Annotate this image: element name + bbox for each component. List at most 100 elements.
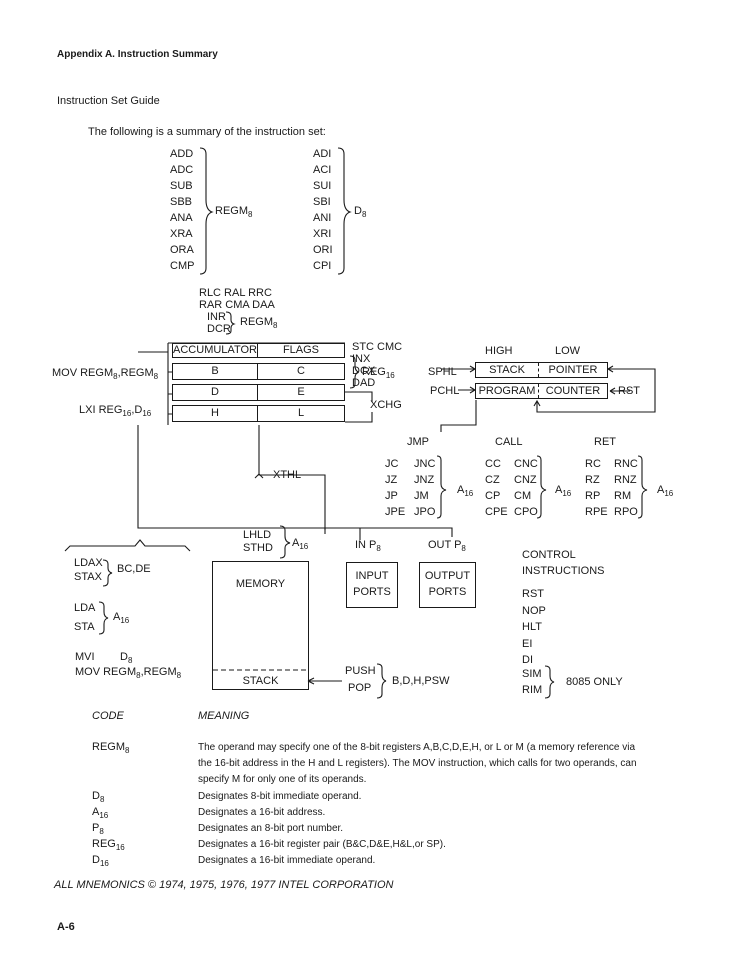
lhld-shld-operand: A16 [292, 537, 309, 551]
instruction-mnemonic: ANI [313, 212, 332, 224]
call-mnemonic: CNC [514, 458, 538, 470]
return-mnemonic: RPO [614, 506, 638, 518]
lxi-instruction: LXI REG16,D16 [79, 404, 152, 418]
instruction-mnemonic: ACI [313, 164, 332, 176]
intro-text: The following is a summary of the instru… [88, 126, 326, 138]
legend-code: P8 [92, 822, 104, 836]
instruction-mnemonic: SUI [313, 180, 332, 192]
register-b: B [172, 363, 258, 380]
call-a16-operand: A16 [555, 484, 572, 498]
register-h: H [172, 405, 258, 422]
mvi-label: MVI [75, 651, 95, 663]
legend-meaning: Designates a 16-bit immediate operand. [198, 855, 376, 866]
register-e: E [257, 384, 345, 401]
instruction-mnemonic: CMP [170, 260, 195, 272]
mov-register-instruction: MOV REGM8,REGM8 [52, 367, 159, 381]
dad-label: DAD [352, 377, 376, 389]
register-c: C [257, 363, 345, 380]
control-mnemonic: NOP [522, 604, 546, 617]
rotate-row-1: RLC RAL RRC [199, 287, 272, 299]
xthl-label: XTHL [273, 469, 302, 481]
legend-code: REGM8 [92, 741, 130, 755]
program-counter-register: PROGRAM COUNTER [475, 383, 608, 399]
return-mnemonic: RP [585, 490, 601, 502]
high-label: HIGH [485, 345, 513, 357]
jump-a16-operand: A16 [457, 484, 474, 498]
lhld-label: LHLD [243, 529, 272, 541]
return-mnemonic: RM [614, 490, 632, 502]
stax-label: STAX [74, 571, 102, 583]
inx-label: INX [352, 353, 371, 365]
control-heading-2: INSTRUCTIONS [522, 565, 605, 577]
xchg-label: XCHG [370, 399, 402, 411]
ret-a16-operand: A16 [657, 484, 674, 498]
register-l: L [257, 405, 345, 422]
push-label: PUSH [345, 665, 376, 677]
low-label: LOW [555, 345, 581, 357]
ldax-label: LDAX [74, 557, 103, 569]
instruction-mnemonic: ADC [170, 164, 194, 176]
return-mnemonic: RPE [585, 506, 608, 518]
call-mnemonic: CPO [514, 506, 538, 518]
instruction-mnemonic: SBI [313, 196, 331, 208]
page-header: Appendix A. Instruction Summary [57, 49, 218, 60]
push-pop-registers: B,D,H,PSW [392, 675, 450, 687]
call-mnemonic: CM [514, 490, 532, 502]
jump-mnemonic: JPO [414, 506, 436, 518]
control-heading-1: CONTROL [522, 549, 576, 561]
rotate-row-2: RAR CMA DAA [199, 299, 275, 311]
instruction-mnemonic: ADD [170, 148, 194, 160]
8085-only-label: 8085 ONLY [566, 676, 623, 688]
jump-mnemonic: JNZ [414, 474, 435, 486]
control-mnemonic: HLT [522, 621, 542, 633]
legend-code: A16 [92, 806, 109, 820]
jump-mnemonic: JPE [385, 506, 406, 518]
jump-mnemonic: JC [385, 458, 399, 470]
return-mnemonic: RNC [614, 458, 638, 470]
legend-meaning: Designates 8-bit immediate operand. [198, 791, 362, 802]
flags-register: FLAGS [257, 343, 345, 358]
accumulator-register: ACCUMULATOR [172, 343, 258, 358]
page-number: A-6 [57, 921, 75, 933]
instruction-mnemonic: XRA [170, 228, 193, 240]
call-mnemonic: CPE [485, 506, 508, 518]
control-mnemonic: DI [522, 654, 533, 666]
instruction-mnemonic: XRI [313, 228, 332, 240]
meaning-heading: MEANING [198, 710, 250, 722]
jmp-label: JMP [407, 436, 429, 448]
control-mnemonic: RST [522, 588, 544, 600]
stack-pointer-register: STACK POINTER [475, 362, 608, 378]
copyright-notice: ALL MNEMONICS © 1974, 1975, 1976, 1977 I… [54, 879, 394, 891]
section-title: Instruction Set Guide [57, 95, 160, 107]
legend-meaning: Designates an 8-bit port number. [198, 823, 344, 834]
lda-label: LDA [74, 602, 96, 614]
instruction-mnemonic: ADI [313, 148, 332, 160]
pchl-label: PCHL [430, 385, 460, 397]
inr-label: INR [207, 311, 226, 323]
call-label: CALL [495, 436, 523, 448]
shld-label: STHD [243, 542, 273, 554]
legend-code: D8 [92, 790, 105, 804]
jump-mnemonic: JZ [385, 474, 398, 486]
instruction-mnemonic: CPI [313, 260, 332, 272]
regm8-operand: REGM8 [215, 205, 253, 219]
call-mnemonic: CNZ [514, 474, 537, 486]
legend-meaning: Designates a 16-bit register pair (B&C,D… [198, 839, 446, 850]
sta-label: STA [74, 621, 95, 633]
pop-label: POP [348, 682, 372, 694]
output-ports-box: OUTPUT PORTS [419, 562, 476, 608]
instruction-mnemonic: SUB [170, 180, 193, 192]
instruction-mnemonic: ANA [170, 212, 193, 224]
dcx-label: DCX [352, 365, 376, 377]
reg16-operand: REG16 [362, 366, 395, 380]
jump-mnemonic: JP [385, 490, 398, 502]
instruction-mnemonic: SBB [170, 196, 193, 208]
return-mnemonic: RC [585, 458, 601, 470]
dcr-label: DCR [207, 323, 231, 335]
rim-label: RIM [522, 684, 543, 696]
d8-operand: D8 [354, 205, 367, 219]
sim-label: SIM [522, 668, 542, 680]
legend-meaning: The operand may specify one of the 8-bit… [198, 742, 637, 785]
code-heading: CODE [92, 710, 124, 722]
call-mnemonic: CP [485, 490, 501, 502]
